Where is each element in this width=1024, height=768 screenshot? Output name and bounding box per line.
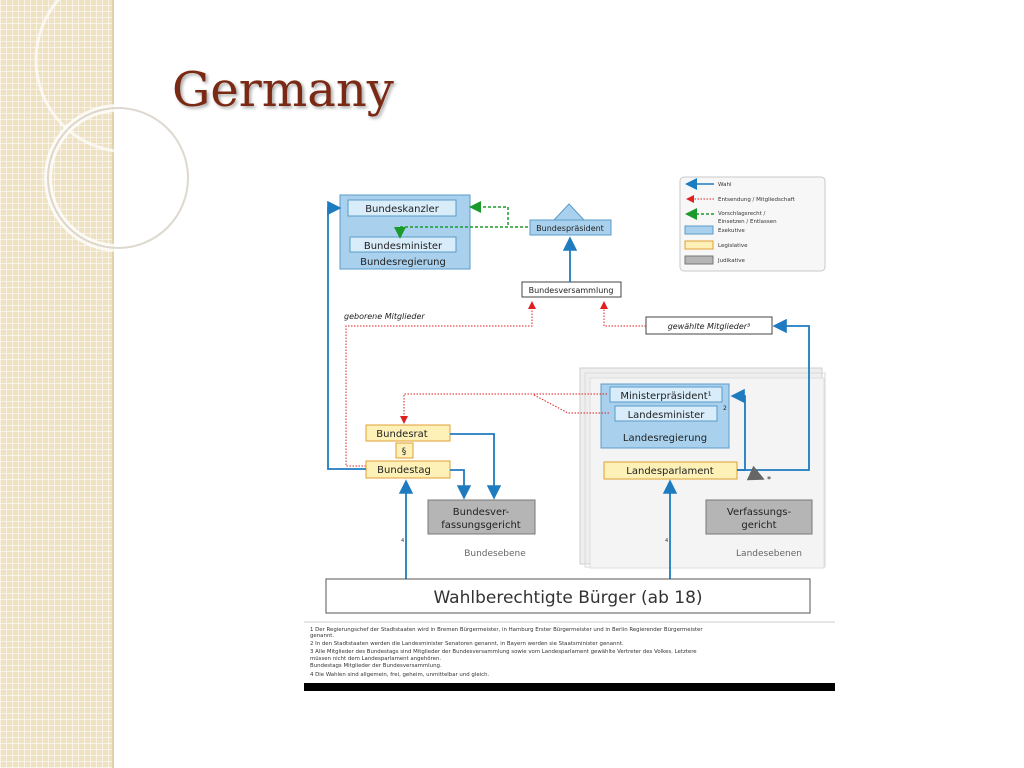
ministerpraesident-label: Ministerpräsident¹: [620, 391, 711, 402]
bverfg-label-2: fassungsgericht: [441, 520, 521, 531]
legend-vorschlag-1: Vorschlagsrecht /: [718, 211, 766, 217]
wahl-arrow-bundeskanzler: [327, 200, 366, 470]
bundeskanzler-label: Bundeskanzler: [365, 204, 440, 215]
landesparlament-label: Landesparlament: [626, 466, 713, 477]
footnote-3b: müssen nicht dem Landesparlament angehör…: [310, 656, 442, 662]
footnote-2: 2 In den Stadtstaaten werden die Landesm…: [310, 641, 624, 647]
figure-bottom-bar: [304, 683, 835, 691]
landesparlament-arrow-verfgericht: [746, 465, 765, 481]
landesparlament-star: *: [767, 475, 771, 484]
bundesrat-label: Bundesrat: [376, 429, 427, 440]
legend-exekutive: Exekutive: [718, 228, 745, 234]
bundesebene-label: Bundesebene: [464, 549, 526, 559]
bundespraesident-node: Bundespräsident: [529, 203, 612, 236]
bundesminister-label: Bundesminister: [364, 241, 443, 252]
legend-legislative: Legislative: [718, 243, 748, 249]
gewaehlte-mitglieder-label: gewählte Mitglieder³: [668, 322, 751, 331]
footnote-3: 3 Alle Mitglieder des Bundestags sind Mi…: [310, 649, 697, 655]
landesminister-label: Landesminister: [628, 410, 706, 421]
legend-vorschlag-2: Einsetzen / Entlassen: [718, 219, 777, 225]
footnote-3c: Bundestags Mitglieder der Bundesversamml…: [310, 663, 442, 669]
bundesrat-node: [365, 424, 451, 442]
buerger-label: Wahlberechtigte Bürger (ab 18): [433, 588, 702, 608]
landesminister-footnote: 2: [723, 405, 727, 412]
government-diagram: Wahl Entsendung / Mitgliedschaft Vorschl…: [304, 170, 835, 692]
bundestag-label: Bundestag: [377, 465, 431, 476]
paragraph-label: §: [402, 447, 407, 457]
legend: Wahl Entsendung / Mitgliedschaft Vorschl…: [679, 176, 826, 272]
legend-wahl: Wahl: [718, 182, 732, 188]
entsendung-landesminister: [533, 394, 609, 414]
decorative-rings: [34, 0, 222, 252]
paragraph-node: [395, 442, 414, 459]
landesebenen-label: Landesebenen: [736, 549, 802, 559]
slide-title: Germany: [172, 62, 394, 118]
legend-entsendung: Entsendung / Mitgliedschaft: [718, 197, 796, 203]
bundesregierung-group: Bundeskanzler Bundesminister Bundesregie…: [339, 194, 471, 270]
buerger-node: [325, 578, 811, 614]
lverfg-label-1: Verfassungs-: [727, 507, 792, 518]
landesregierung-group: Ministerpräsident¹ Landesminister 2 Land…: [600, 383, 730, 449]
landesregierung-label: Landesregierung: [623, 433, 707, 444]
bundesversammlung-label: Bundesversammlung: [529, 286, 614, 295]
vorschlag-arrow-minister: [394, 226, 528, 239]
wahl-arrow-gewaehlte: [737, 318, 810, 471]
bundespraesident-label: Bundespräsident: [536, 224, 604, 233]
decorative-side-strip: [0, 0, 114, 768]
diagram-canvas: Wahl Entsendung / Mitgliedschaft Vorschl…: [304, 176, 835, 623]
landesverfassungsgericht-node: [705, 499, 813, 535]
vorschlag-arrow-kanzler: [469, 201, 509, 225]
entsendung-gewaehlte: [600, 301, 646, 327]
wahl-arrow-bverfg-bundesrat: [450, 433, 502, 500]
footnote-4: 4 Die Wahlen sind allgemein, frei, gehei…: [310, 672, 490, 678]
entsendung-geborene: [345, 301, 536, 467]
legend-judikative: Judikative: [717, 258, 746, 264]
bundesverfassungsgericht-node: [427, 499, 536, 535]
geborene-mitglieder-label: geborene Mitglieder: [344, 312, 425, 321]
entsendung-bundesrat: [400, 393, 607, 424]
footnote-1: 1 Der Regierungschef der Stadtstaaten wi…: [310, 627, 703, 633]
bundesregierung-label: Bundesregierung: [360, 257, 446, 268]
wahl-arrow-bverfg-bundestag: [450, 469, 472, 500]
bverfg-label-1: Bundesver-: [453, 507, 510, 518]
note4-right: 4: [665, 538, 668, 544]
note4-left: 4: [401, 538, 404, 544]
lverfg-label-2: gericht: [741, 520, 776, 531]
bundesversammlung-node: [521, 281, 622, 298]
footnote-1b: genannt.: [310, 633, 335, 639]
